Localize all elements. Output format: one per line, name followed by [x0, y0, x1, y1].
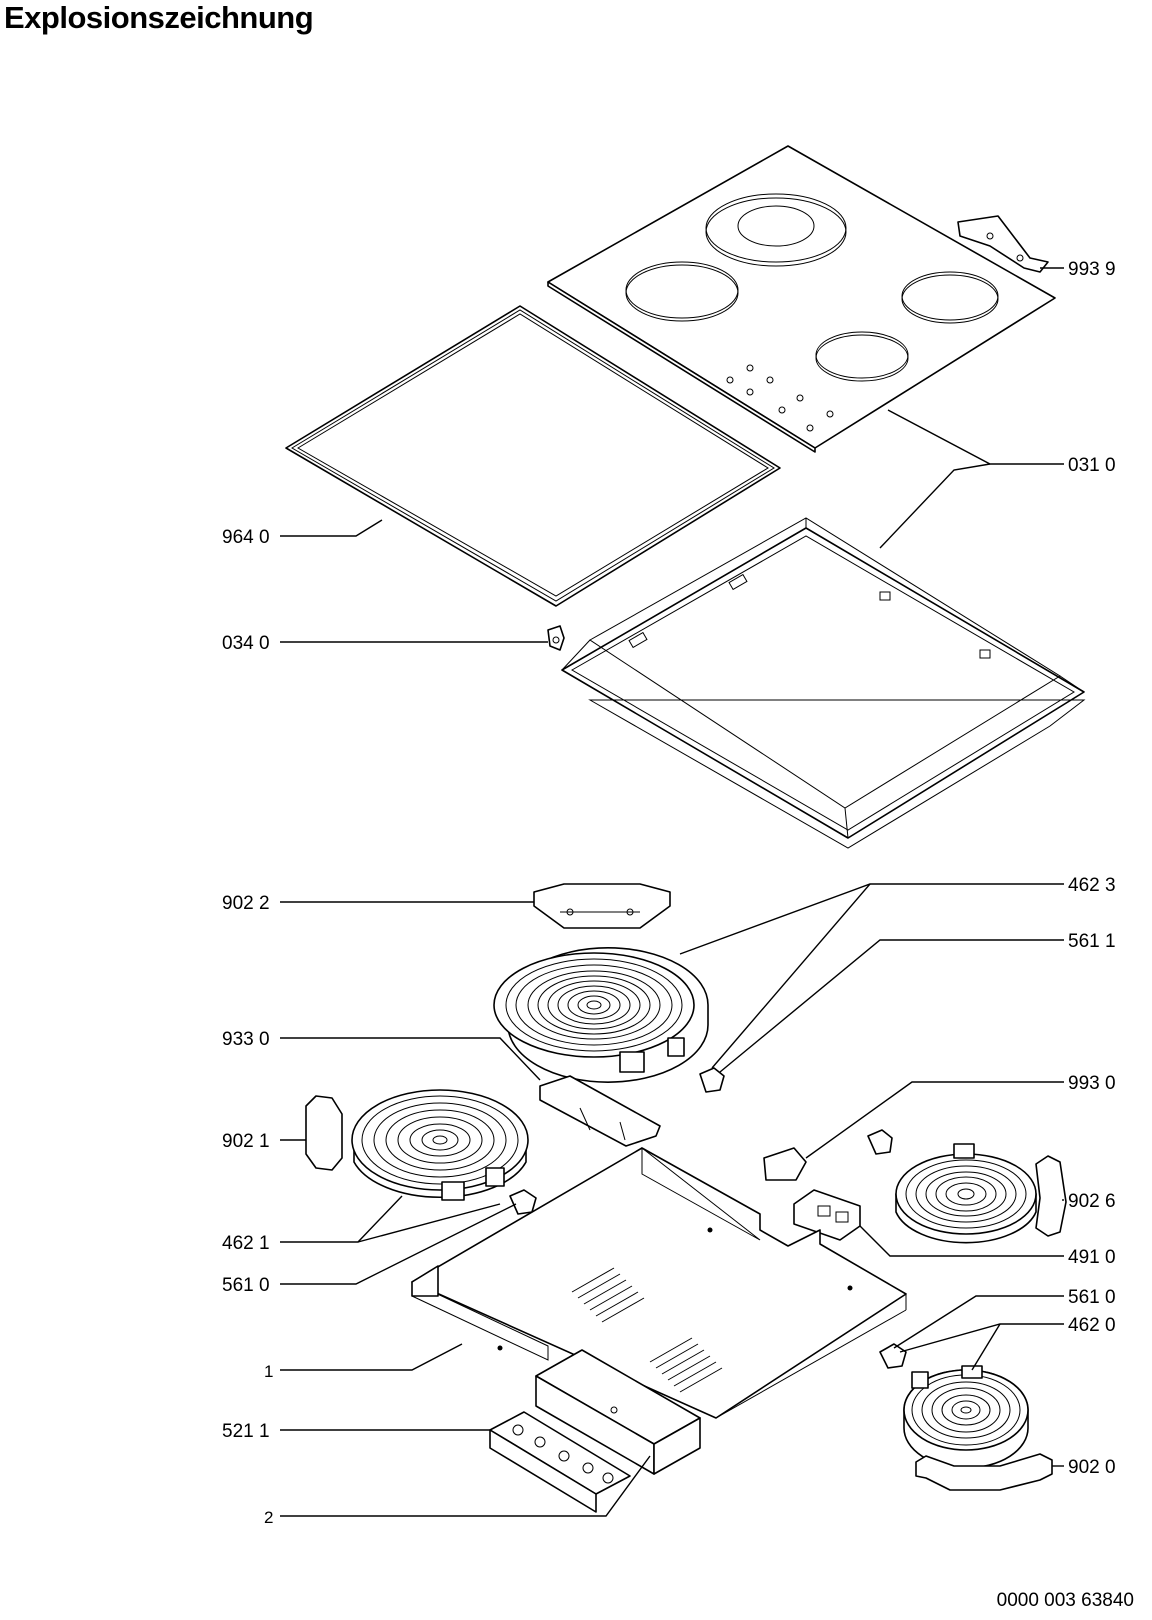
control-circuit-board: [489, 1411, 631, 1513]
gasket-frame: [285, 305, 781, 607]
label-902-6: 902 6: [1068, 1191, 1116, 1212]
label-902-2: 902 2: [222, 893, 270, 914]
part-labels: 993 9 031 0 964 0 034 0 902 2 462 3 561 …: [222, 259, 1116, 1527]
connector-part: [867, 1129, 893, 1155]
label-462-1: 462 1: [222, 1233, 270, 1254]
label-993-9: 993 9: [1068, 259, 1116, 280]
radiant-heater-bottom-right: [903, 1365, 1029, 1469]
limiter-561-0-right: [879, 1343, 907, 1369]
limiter-561-0-left: [509, 1189, 537, 1215]
label-1: 1: [264, 1362, 273, 1381]
heating-bracket-902-2: [533, 883, 671, 929]
label-2: 2: [264, 1508, 273, 1527]
base-tray: [411, 1146, 907, 1419]
radiant-heater-left: [351, 1089, 529, 1201]
switch-933-0: [539, 1075, 661, 1147]
ceramic-glass-top: [547, 145, 1056, 453]
radiant-heater-right: [895, 1143, 1037, 1244]
label-491-0: 491 0: [1068, 1247, 1116, 1268]
label-521-1: 521 1: [222, 1421, 270, 1442]
heating-bracket-902-0: [915, 1453, 1053, 1491]
label-031-0: 031 0: [1068, 455, 1116, 476]
leader-lines: [280, 267, 1064, 1517]
bracket-993-0: [763, 1147, 807, 1181]
label-462-0: 462 0: [1068, 1315, 1116, 1336]
heating-bracket-902-1: [305, 1095, 343, 1171]
bracket-part: [957, 215, 1049, 273]
clip-part: [547, 625, 565, 651]
radiant-heater-large: [493, 947, 709, 1083]
heating-bracket-902-6: [1035, 1155, 1067, 1237]
label-964-0: 964 0: [222, 527, 270, 548]
label-462-3: 462 3: [1068, 875, 1116, 896]
label-561-0-right: 561 0: [1068, 1287, 1116, 1308]
cooktop-frame: [561, 517, 1086, 849]
label-561-0-left: 561 0: [222, 1275, 270, 1296]
energy-regulator-491-0: [793, 1189, 861, 1241]
page-title: Explosionszeichnung: [4, 0, 314, 35]
label-993-0: 993 0: [1068, 1073, 1116, 1094]
control-housing: [535, 1349, 701, 1475]
label-902-1: 902 1: [222, 1131, 270, 1152]
label-933-0: 933 0: [222, 1029, 270, 1050]
label-902-0: 902 0: [1068, 1457, 1116, 1478]
label-561-1: 561 1: [1068, 931, 1116, 952]
label-034-0: 034 0: [222, 633, 270, 654]
document-number: 0000 003 63840: [996, 1590, 1134, 1611]
limiter-561-1: [699, 1067, 725, 1093]
